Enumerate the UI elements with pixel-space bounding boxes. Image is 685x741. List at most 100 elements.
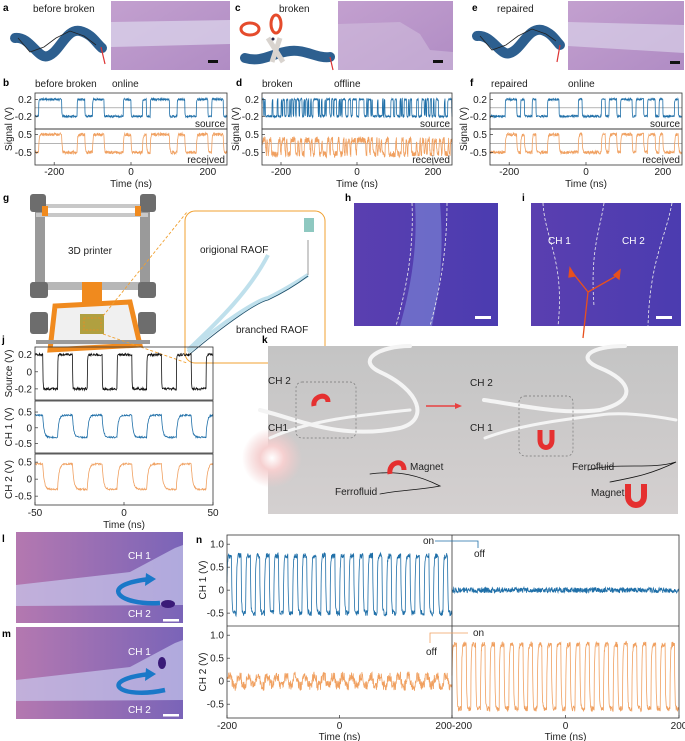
chart-d-series-name-received: received [412,155,450,166]
chart-j-frame-1 [34,400,214,454]
panel-label-i: i [522,193,525,204]
chart-n-y-ch1-tick-label: -0.5 [207,609,225,620]
chart-n-x-axis-title-r: Time (ns) [545,732,587,741]
k-ch2-left: CH 2 [268,376,291,387]
chart-f-series-name-source: source [650,119,680,130]
chart-d-y-received-tick-label: 0.5 [245,130,259,141]
chart-j-x-tick-label: 0 [121,508,127,519]
fiber-illustration-repaired [472,24,565,63]
m-ch1-label: CH 1 [128,647,151,658]
printer-label: 3D printer [68,246,113,257]
k-magnet-right: Magnet [591,488,625,499]
panel-label-c: c [235,3,241,14]
chart-d-x-tick-label: 200 [425,167,442,178]
panel-label-b: b [3,78,9,89]
chart-n-annotation-ch2-off: off [426,647,437,658]
chart-f-legend-bg [646,120,681,128]
chart-n-series-ch1v-right [451,585,680,595]
chart-f-y-received-tick-label: 0.5 [473,130,487,141]
panel-e: e repaired [472,1,684,70]
chart-n-y-axis-title-ch1: CH 1 (V) [198,561,209,600]
chart-d-y-received-tick-label: -0.5 [242,148,260,159]
panel-m: m CH 1 CH 2 [2,627,183,719]
chart-j-x-axis-title: Time (ns) [103,520,145,531]
magnet-icon [625,484,647,508]
chart-n-x-tick-label-r: 200 [671,721,685,732]
chart-f-series-received [489,131,683,156]
panel-label-d: d [236,78,242,89]
panel-a: a before broken [3,1,230,70]
chart-n-annotation-ch2-on: on [473,628,484,639]
panel-label-h: h [345,193,351,204]
chart-n-y-ch1-tick-label: 0 [218,586,224,597]
magnet-icon [311,393,331,407]
chart-n-annotation-ch1-on: on [423,536,434,547]
chart-f-series-name-received: received [642,155,680,166]
chart-b-y-axis-title: Signal (V) [4,107,15,151]
chart-f-y-source-tick-label: 0.2 [473,95,487,106]
print-bed-sample [80,314,104,334]
chart-j-y-2-tick-label: 0.5 [18,458,32,469]
chart-j-y-1-tick-label: 0.5 [18,408,32,419]
chart-j-y-axis-title-0: Source (V) [4,350,15,398]
chart-f-x-axis-title: Time (ns) [565,179,607,190]
panel-i: i CH 1 CH 2 [522,193,681,339]
k-ferrofluid-right: Ferrofluid [572,462,614,473]
chart-d-series-source [261,97,453,119]
chart-d-x-tick-label: 0 [354,167,360,178]
chart-b-x-tick-label: -200 [44,167,64,178]
chart-b-series-name-source: source [195,119,225,130]
chart-f-status: online [568,79,595,90]
scale-bar [475,316,491,319]
chart-n-y-ch1-tick-label: 0.5 [210,563,224,574]
panel-g: g 3D printer [3,193,326,364]
chart-b-x-tick-label: 200 [199,167,216,178]
caption-broken: broken [279,4,310,15]
chart-j-y-2-tick-label: -0.5 [15,492,33,503]
k-ch2-right: CH 2 [470,378,493,389]
raof-inset: origional RAOF branched RAOF [184,210,326,364]
scale-bar [163,714,179,717]
chart-d-y-source-tick-label: 0.2 [245,95,259,106]
branch-arrows-icon [568,266,621,339]
chart-b-x-axis-title: Time (ns) [110,179,152,190]
l-ch2-label: CH 2 [128,609,151,620]
chart-d-legend-bg [412,156,451,164]
chart-d-y-source-tick-label: -0.2 [242,112,260,123]
caption-repaired: repaired [497,4,534,15]
chart-b-legend-bg [191,120,226,128]
chart-b-series-source [34,96,228,119]
chart-n-y-ch2-tick-label: 1.0 [210,631,224,642]
photo-a [111,1,230,70]
branched-raof-label: branched RAOF [236,325,308,336]
chart-n-y-ch2-tick-label: -0.5 [207,700,225,711]
fiber-illustration-broken [239,13,335,71]
panel-label-f: f [470,78,474,89]
panel-label-e: e [472,3,478,14]
chart-f-x-tick-label: -200 [499,167,519,178]
chart-j-y-1-tick-label: 0 [26,423,32,434]
i-ch2-label: CH 2 [622,236,645,247]
chart-n-series-ch2v-right [451,640,680,713]
panel-k: k CH 2 CH1 CH 2 CH 1 Magnet Ferrofluid F… [242,335,678,514]
chart-d-series-received [261,135,453,159]
chart-j-y-2-tick-label: 0 [26,475,32,486]
chart-d-status: offline [334,79,361,90]
l-ch1-label: CH 1 [128,551,151,562]
scale-bar [656,316,672,319]
chart-f-x-tick-label: 200 [654,167,671,178]
magnet-icon [387,460,407,475]
chart-f-y-received-tick-label: -0.5 [470,148,488,159]
chart-b-status: online [112,79,139,90]
panel-label-n: n [196,535,202,546]
panel-label-g: g [3,193,9,204]
chart-j-series-0 [35,352,214,392]
chart-n-y-ch2-tick-label: 0.5 [210,654,224,665]
chart-b-legend-bg [187,156,226,164]
chart-d-x-axis-title: Time (ns) [336,179,378,190]
panel-c: c broken [235,1,453,71]
chart-n-x-tick-label-r: -200 [452,721,472,732]
signal-charts-row: b before broken online d broken offline … [3,78,683,190]
scissors-icon [239,13,286,64]
